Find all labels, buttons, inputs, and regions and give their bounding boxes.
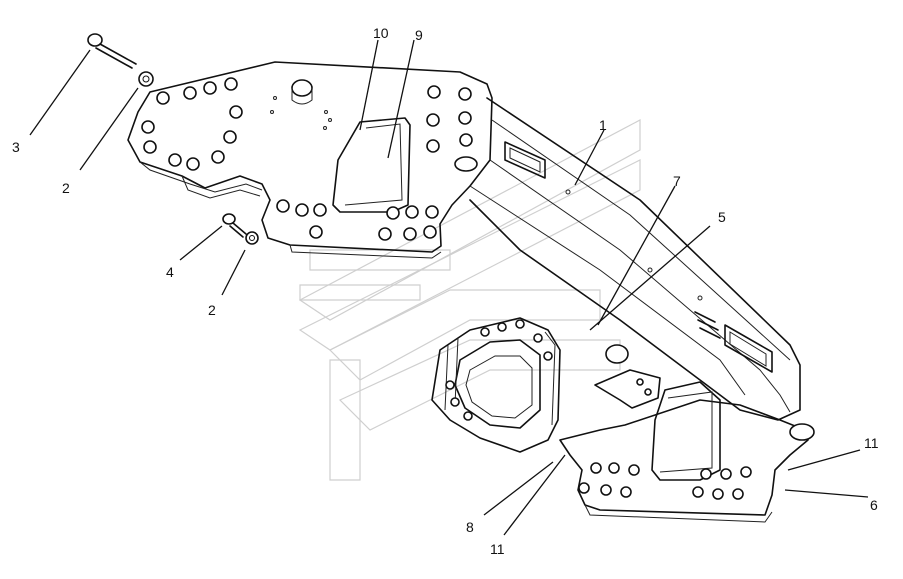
mounting-holes-upper [141, 77, 473, 241]
callout-8: 8 [466, 519, 474, 535]
bolt-4 [222, 213, 247, 238]
upper-bracket-plate [127, 61, 493, 259]
callout-labels: 1 2 2 3 4 5 6 7 8 9 10 11 11 [12, 25, 879, 557]
callout-7: 7 [673, 173, 681, 189]
callout-9: 9 [415, 27, 423, 43]
hitch-bracket [431, 317, 629, 453]
callout-10: 10 [373, 25, 389, 41]
bolt-3 [87, 33, 137, 69]
callout-6: 6 [870, 497, 878, 513]
mounting-holes-lower [578, 462, 752, 500]
callout-5: 5 [718, 209, 726, 225]
washer-2-bottom [245, 231, 259, 245]
callout-11-bottom: 11 [490, 541, 505, 557]
leader-lines [29, 39, 869, 536]
callout-1: 1 [599, 117, 607, 133]
callout-11-right: 11 [864, 435, 879, 451]
callout-2-lower: 2 [208, 302, 216, 318]
washer-2-top [138, 71, 154, 87]
callout-3: 3 [12, 139, 20, 155]
callout-2-upper: 2 [62, 180, 70, 196]
watermark-logo [298, 119, 641, 481]
angle-bracket [594, 369, 661, 409]
callout-4: 4 [166, 264, 174, 280]
lower-bracket-plate [559, 381, 815, 523]
